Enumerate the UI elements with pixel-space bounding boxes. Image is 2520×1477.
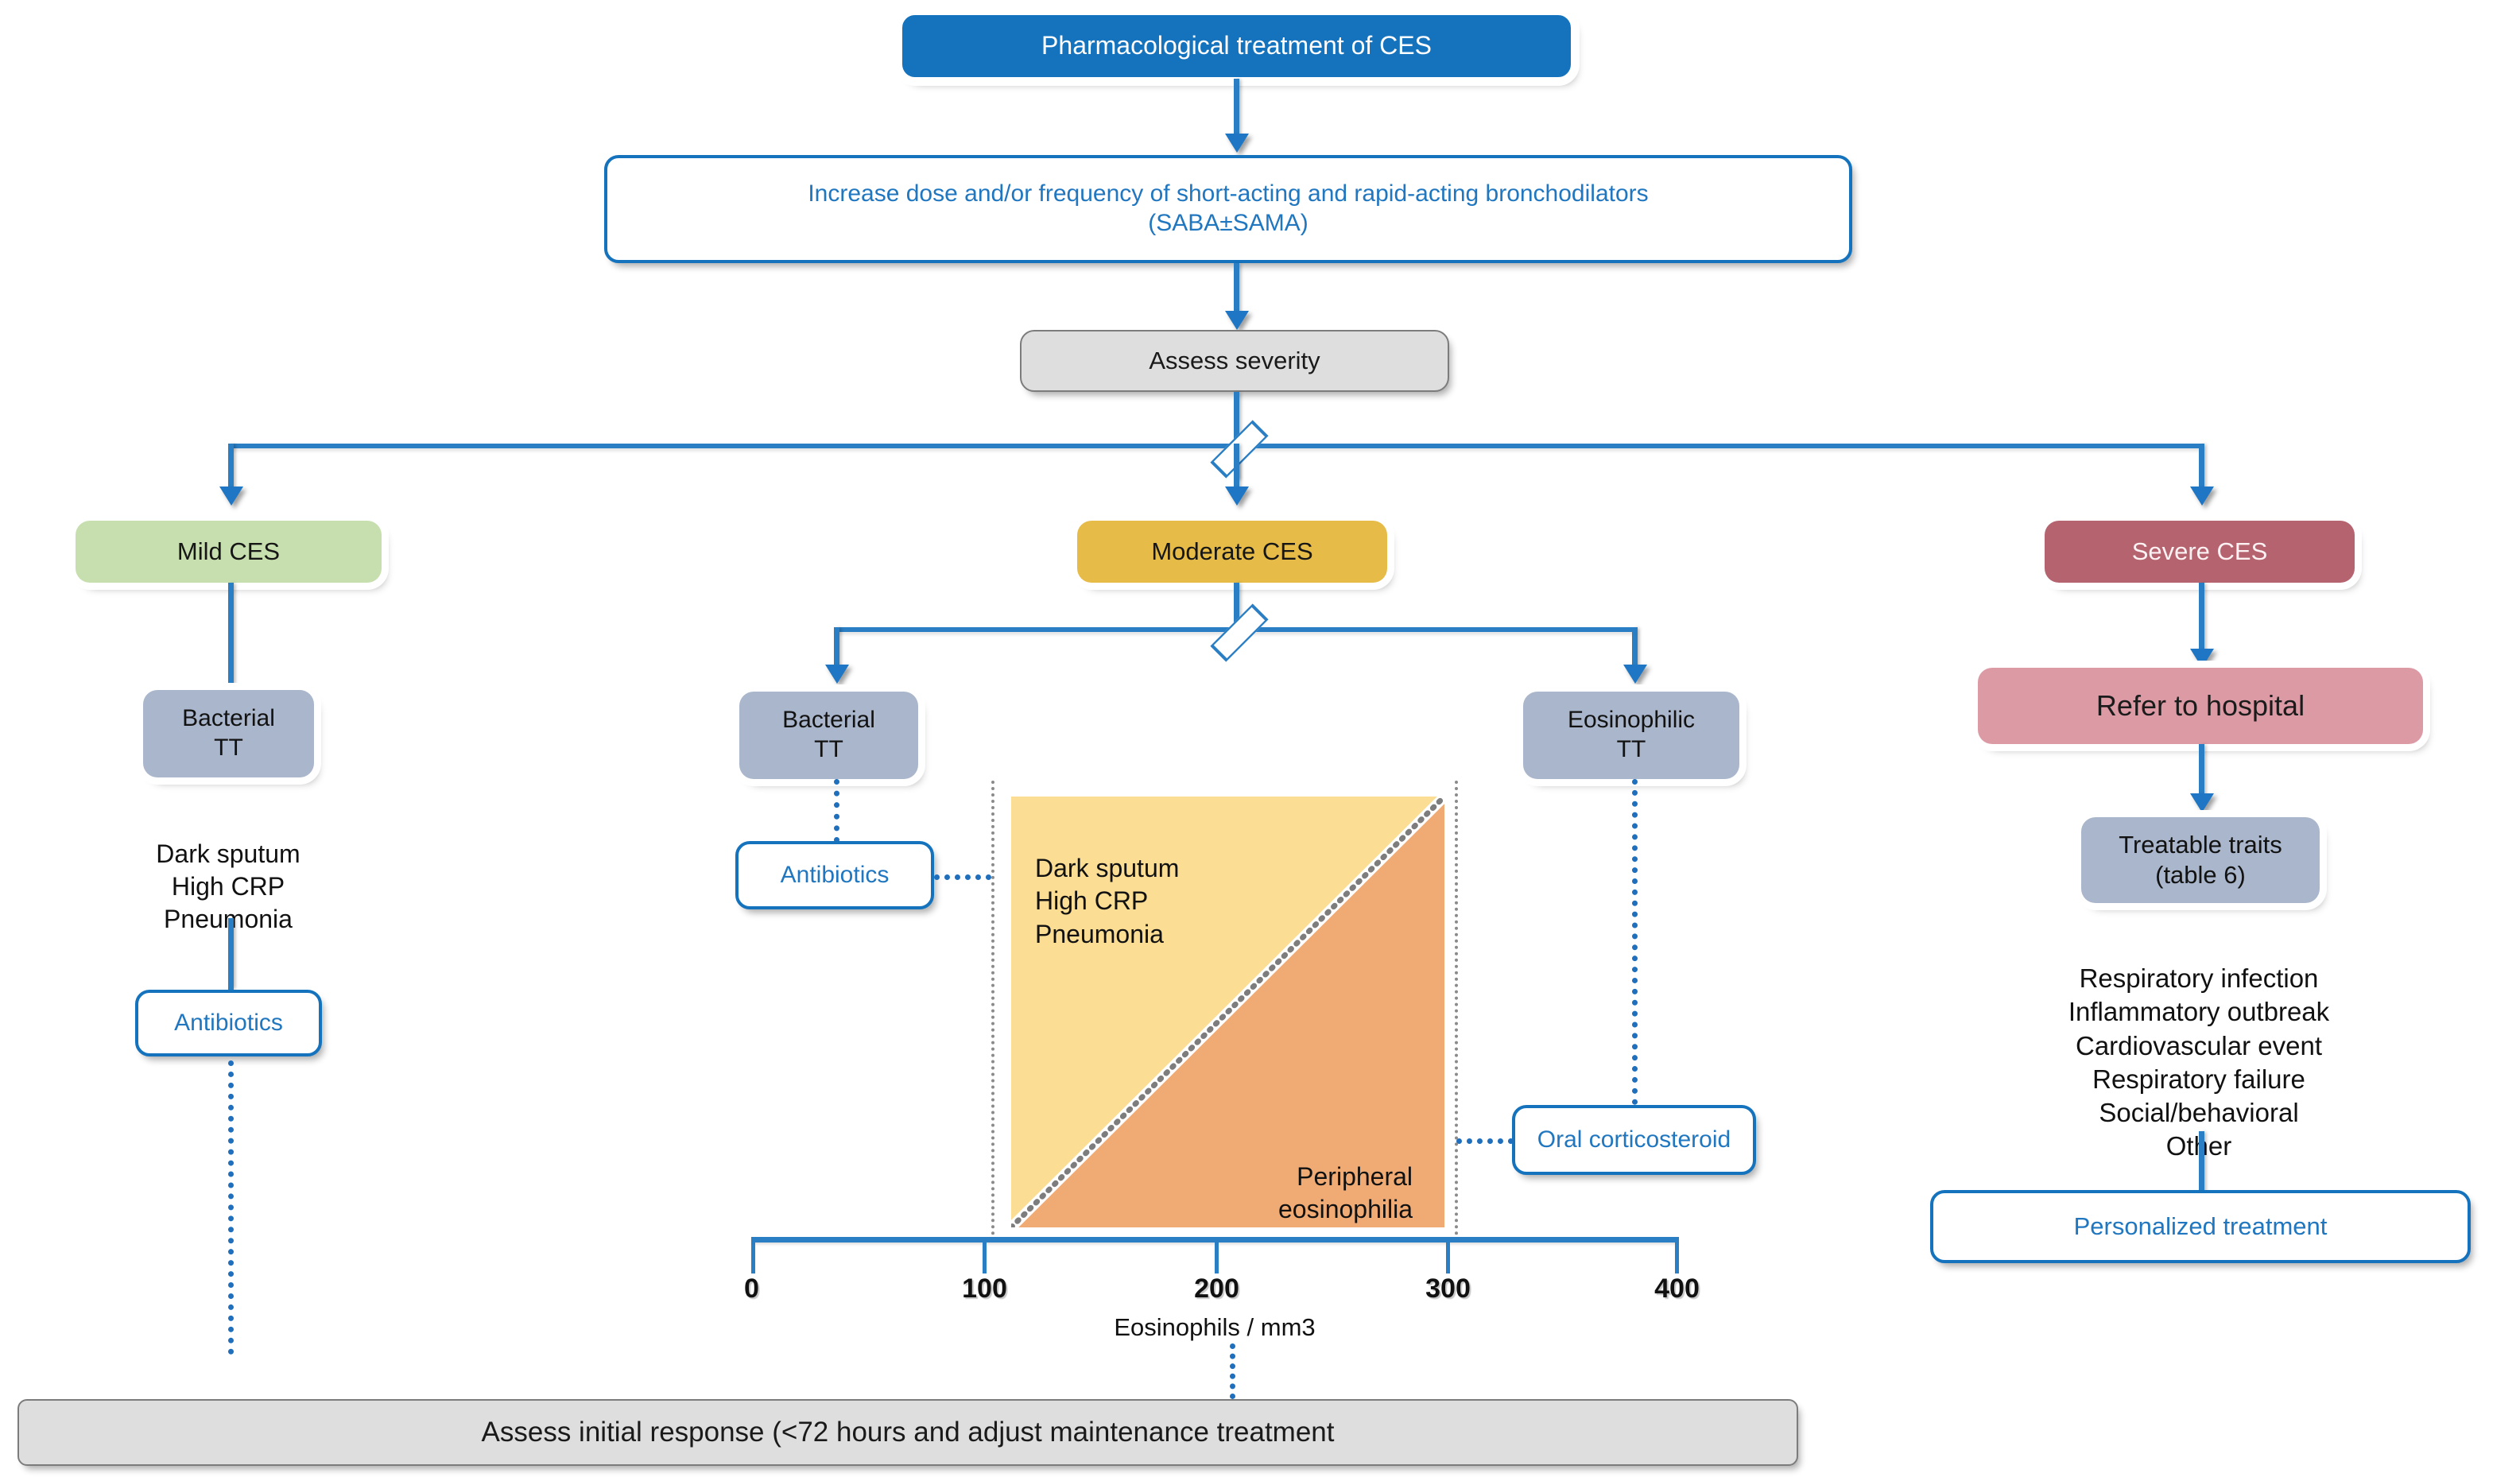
node-refer-to-hospital[interactable]: Refer to hospital bbox=[1978, 668, 2423, 744]
mild-symptoms-label: Dark sputum High CRP Pneumonia bbox=[156, 839, 300, 933]
node-severe-ces-label: Severe CES bbox=[2131, 537, 2268, 566]
node-assess-severity-label: Assess severity bbox=[1149, 347, 1320, 375]
connector-mild-antibiotics-to-assess-response bbox=[228, 1060, 234, 1355]
arrow-split-to-mild bbox=[219, 487, 243, 506]
connector-refer-to-traits bbox=[2199, 744, 2204, 798]
node-moderate-antibiotics[interactable]: Antibiotics bbox=[735, 841, 934, 909]
axis-tick-400 bbox=[1675, 1237, 1679, 1273]
node-bronchodilators-label: Increase dose and/or frequency of short-… bbox=[808, 180, 1649, 236]
axis-tick-300 bbox=[1446, 1237, 1450, 1273]
axis-ticklabel-400-text: 400 bbox=[1654, 1273, 1700, 1304]
connector-split-to-moderate bbox=[1234, 444, 1239, 493]
node-bronchodilators[interactable]: Increase dose and/or frequency of short-… bbox=[604, 155, 1852, 263]
connector-antibiotics-to-threshold-100 bbox=[934, 874, 991, 880]
connector-severity-split-bus bbox=[228, 444, 2204, 448]
node-treatable-traits-label: Treatable traits (table 6) bbox=[2119, 831, 2282, 889]
split-diamond-moderate bbox=[1210, 603, 1269, 662]
arrow-moderate-to-eosinophilic-tt bbox=[1623, 665, 1647, 684]
treatable-traits-list-text: Respiratory infection Inflammatory outbr… bbox=[2068, 963, 2330, 1161]
node-oral-corticosteroid[interactable]: Oral corticosteroid bbox=[1512, 1105, 1756, 1175]
node-mild-bacterial-tt[interactable]: Bacterial TT bbox=[143, 690, 314, 777]
axis-tick-0 bbox=[751, 1237, 755, 1273]
mild-symptoms-text: Dark sputum High CRP Pneumonia bbox=[85, 805, 371, 936]
connector-split-to-mild bbox=[228, 444, 234, 493]
axis-ticklabel-300: 300 bbox=[1402, 1273, 1494, 1304]
node-personalized-treatment-label: Personalized treatment bbox=[2073, 1212, 2328, 1241]
connector-threshold-300-to-oral-corticosteroid bbox=[1456, 1138, 1514, 1144]
node-assess-severity[interactable]: Assess severity bbox=[1020, 330, 1449, 392]
arrow-split-to-moderate bbox=[1225, 487, 1249, 506]
arrow-moderate-to-bacterial-tt bbox=[825, 665, 849, 684]
label-eosinophilic-region: Peripheral eosinophilia bbox=[1278, 1127, 1413, 1227]
node-root[interactable]: Pharmacological treatment of CES bbox=[901, 14, 1572, 79]
axis-ticklabel-0: 0 bbox=[706, 1273, 797, 1304]
arrow-refer-to-traits bbox=[2190, 793, 2214, 812]
arrow-severe-to-refer bbox=[2190, 649, 2214, 668]
axis-ticklabel-200: 200 bbox=[1171, 1273, 1262, 1304]
threshold-line-300 bbox=[1455, 781, 1458, 1242]
node-moderate-eosinophilic-tt[interactable]: Eosinophilic TT bbox=[1523, 692, 1739, 779]
node-moderate-bacterial-tt-label: Bacterial TT bbox=[782, 707, 875, 762]
connector-moderate-to-split bbox=[1234, 583, 1239, 632]
label-bacterial-region-text: Dark sputum High CRP Pneumonia bbox=[1035, 853, 1180, 948]
node-oral-corticosteroid-label: Oral corticosteroid bbox=[1537, 1126, 1731, 1153]
node-moderate-antibiotics-label: Antibiotics bbox=[780, 861, 890, 888]
connector-moderate-to-eosinophilic-tt bbox=[1632, 627, 1638, 670]
connector-severe-to-refer bbox=[2199, 583, 2204, 670]
node-assess-initial-response[interactable]: Assess initial response (<72 hours and a… bbox=[17, 1399, 1798, 1466]
axis-title-eosinophils: Eosinophils / mm3 bbox=[976, 1313, 1453, 1342]
axis-ticklabel-100: 100 bbox=[939, 1273, 1030, 1304]
connector-moderate-to-bacterial-tt bbox=[834, 627, 839, 670]
axis-tick-200 bbox=[1215, 1237, 1219, 1273]
region-boundary-dotted-line bbox=[1011, 797, 1444, 1227]
axis-ticklabel-400: 400 bbox=[1631, 1273, 1723, 1304]
node-severe-ces[interactable]: Severe CES bbox=[2045, 521, 2355, 583]
node-refer-to-hospital-label: Refer to hospital bbox=[2095, 689, 2305, 723]
eosinophil-region-chart bbox=[1011, 797, 1444, 1227]
node-mild-antibiotics[interactable]: Antibiotics bbox=[135, 990, 322, 1056]
axis-ticklabel-300-text: 300 bbox=[1425, 1273, 1471, 1304]
connector-bacterial-tt-to-antibiotics bbox=[834, 779, 839, 843]
axis-ticklabel-100-text: 100 bbox=[962, 1273, 1007, 1304]
arrow-split-to-severe bbox=[2190, 487, 2214, 506]
connector-oral-corticosteroid-to-assess-response bbox=[1230, 1343, 1235, 1399]
axis-ticklabel-0-text: 0 bbox=[744, 1273, 759, 1304]
node-moderate-eosinophilic-tt-label: Eosinophilic TT bbox=[1567, 707, 1696, 762]
connector-split-to-severe bbox=[2199, 444, 2204, 493]
node-mild-antibiotics-label: Antibiotics bbox=[174, 1009, 283, 1036]
label-eosinophilic-region-text: Peripheral eosinophilia bbox=[1278, 1161, 1413, 1224]
label-bacterial-region: Dark sputum High CRP Pneumonia bbox=[1035, 819, 1179, 951]
treatable-traits-list: Respiratory infection Inflammatory outbr… bbox=[1960, 928, 2437, 1164]
node-moderate-ces-label: Moderate CES bbox=[1151, 537, 1313, 566]
node-mild-ces-label: Mild CES bbox=[176, 537, 281, 566]
arrow-bronchodilators-to-assess bbox=[1225, 311, 1249, 330]
node-moderate-ces[interactable]: Moderate CES bbox=[1077, 521, 1387, 583]
node-mild-ces[interactable]: Mild CES bbox=[76, 521, 382, 583]
axis-tick-100 bbox=[983, 1237, 987, 1273]
split-diamond-severity bbox=[1210, 420, 1269, 479]
connector-traits-to-personalized bbox=[2199, 1131, 2204, 1203]
connector-bronchodilators-to-assess bbox=[1234, 263, 1239, 316]
arrow-root-to-bronchodilators bbox=[1225, 134, 1249, 153]
node-root-label: Pharmacological treatment of CES bbox=[1041, 31, 1432, 60]
node-assess-initial-response-label: Assess initial response (<72 hours and a… bbox=[481, 1416, 1335, 1448]
connector-mild-to-bacterial-tt bbox=[228, 583, 234, 690]
connector-root-to-bronchodilators bbox=[1234, 79, 1239, 138]
node-treatable-traits[interactable]: Treatable traits (table 6) bbox=[2081, 817, 2320, 903]
axis-title-text: Eosinophils / mm3 bbox=[1114, 1313, 1316, 1341]
threshold-line-100 bbox=[991, 781, 994, 1242]
axis-ticklabel-200-text: 200 bbox=[1194, 1273, 1239, 1304]
connector-mild-symptoms-to-antibiotics bbox=[228, 918, 234, 990]
node-mild-bacterial-tt-label: Bacterial TT bbox=[182, 705, 275, 761]
node-moderate-bacterial-tt[interactable]: Bacterial TT bbox=[739, 692, 918, 779]
connector-eosinophilic-tt-to-oral-corticosteroid bbox=[1632, 779, 1638, 1105]
node-personalized-treatment[interactable]: Personalized treatment bbox=[1930, 1190, 2471, 1263]
